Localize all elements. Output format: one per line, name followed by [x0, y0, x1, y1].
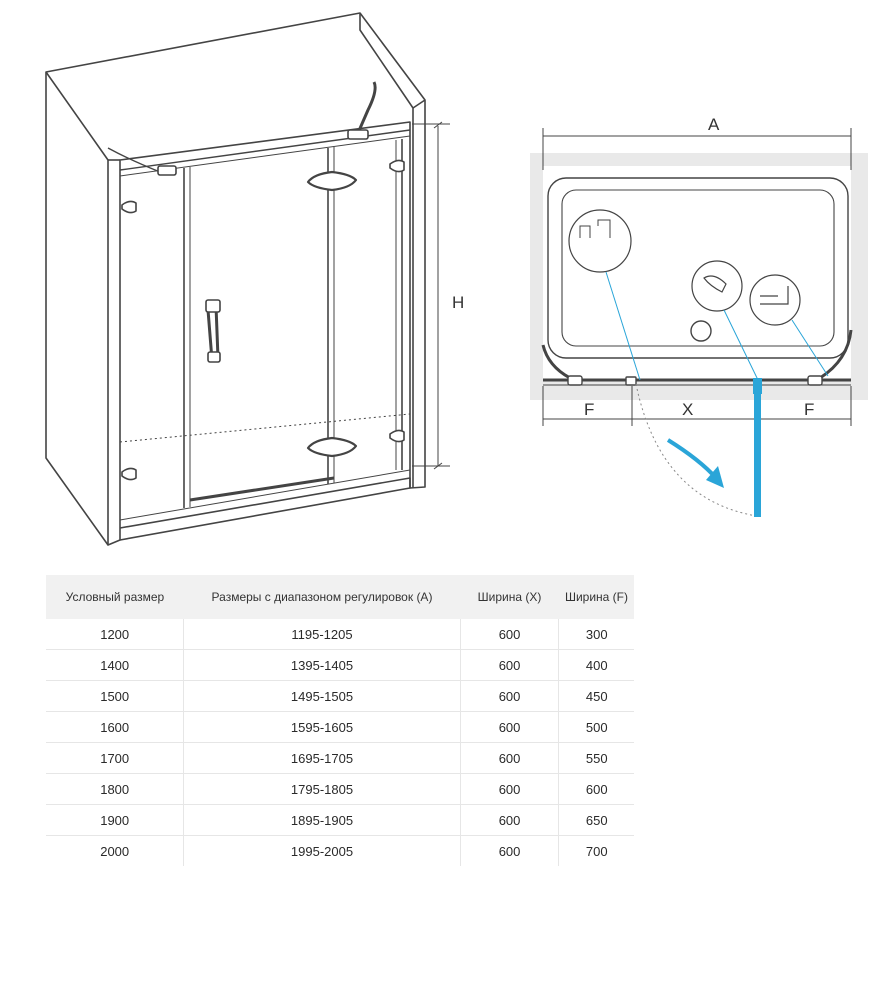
cell-x: 600 [460, 619, 560, 650]
cell-nominal: 1400 [46, 649, 185, 681]
width-f-right-label: F [804, 400, 814, 419]
cell-x: 600 [460, 742, 560, 774]
cell-f: 300 [558, 619, 634, 650]
table-row: 1800 1795-1805 600 600 [46, 773, 634, 805]
cell-range: 1595-1605 [183, 711, 461, 743]
cell-x: 600 [460, 711, 560, 743]
cell-nominal: 1600 [46, 711, 185, 743]
table-row: 1200 1195-1205 600 300 [46, 619, 634, 650]
cell-range: 1495-1505 [183, 680, 461, 712]
table-row: 1400 1395-1405 600 400 [46, 649, 634, 681]
size-table: Условный размер Размеры с диапазоном рег… [46, 575, 634, 866]
cell-f: 400 [558, 649, 634, 681]
cell-f: 500 [558, 711, 634, 743]
table-row: 2000 1995-2005 600 700 [46, 835, 634, 866]
cell-range: 1695-1705 [183, 742, 461, 774]
cell-f: 450 [558, 680, 634, 712]
plan-view [530, 128, 868, 517]
cell-x: 600 [460, 680, 560, 712]
col-width-f: Ширина (F) [558, 575, 634, 619]
cell-range: 1995-2005 [183, 835, 461, 866]
cell-nominal: 1200 [46, 619, 185, 650]
cell-x: 600 [460, 835, 560, 866]
cell-f: 650 [558, 804, 634, 836]
width-f-left-label: F [584, 400, 594, 419]
height-label: H [452, 293, 464, 312]
col-width-x: Ширина (X) [460, 575, 559, 619]
table-row: 1500 1495-1505 600 450 [46, 680, 634, 712]
cell-nominal: 1900 [46, 804, 185, 836]
table-row: 1600 1595-1605 600 500 [46, 711, 634, 743]
cell-nominal: 1800 [46, 773, 185, 805]
table-row: 1700 1695-1705 600 550 [46, 742, 634, 774]
width-x-label: X [682, 400, 693, 419]
cell-range: 1795-1805 [183, 773, 461, 805]
door-swing [666, 378, 762, 517]
cell-f: 700 [585, 843, 608, 859]
cell-f: 600 [558, 773, 634, 805]
cell-nominal: 2000 [46, 835, 185, 866]
cell-f: 550 [558, 742, 634, 774]
cell-range: 1195-1205 [183, 619, 461, 650]
cell-range: 1395-1405 [183, 649, 461, 681]
table-header-row: Условный размер Размеры с диапазоном рег… [46, 575, 634, 619]
col-adjust-range: Размеры с диапазоном регулировок (A) [183, 575, 461, 619]
cell-nominal: 1500 [46, 680, 185, 712]
table-row: 1900 1895-1905 600 650 [46, 804, 634, 836]
width-a-label: A [708, 115, 720, 134]
cell-nominal: 1700 [46, 742, 185, 774]
shower-door-diagram: H [45, 12, 868, 546]
cell-x: 600 [460, 773, 560, 805]
col-nominal-size: Условный размер [46, 575, 184, 619]
cell-x: 600 [460, 804, 560, 836]
cell-range: 1895-1905 [183, 804, 461, 836]
cell-x: 600 [460, 649, 560, 681]
perspective-view [45, 12, 450, 546]
